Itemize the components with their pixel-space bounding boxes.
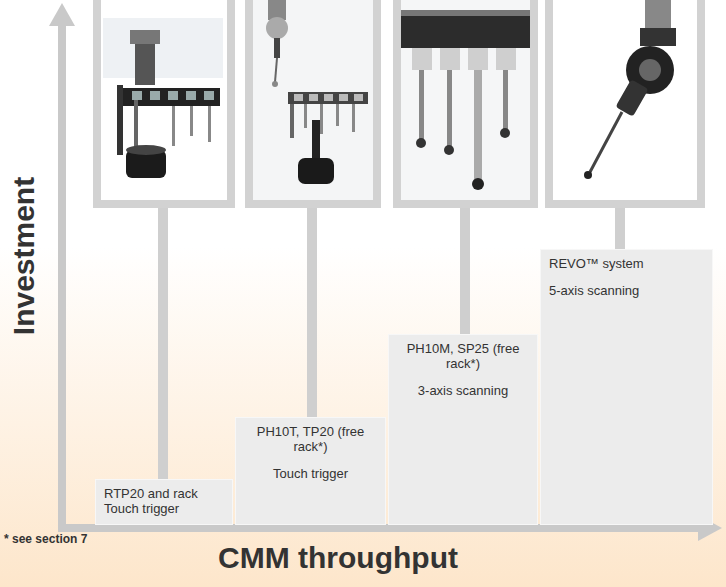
step-box: PH10T, TP20 (free rack*) Touch trigger bbox=[235, 417, 386, 525]
step-heading: RTP20 and rack bbox=[104, 486, 224, 501]
step-box: PH10M, SP25 (free rack*) 3-axis scanning bbox=[388, 334, 538, 525]
probe-photo bbox=[253, 0, 373, 200]
photo-frame bbox=[97, 0, 701, 204]
step-body: 5-axis scanning bbox=[549, 283, 704, 298]
step-heading: PH10M, SP25 (free rack*) bbox=[397, 341, 529, 371]
probe-photo bbox=[103, 18, 223, 178]
axis-title: Investment bbox=[7, 177, 41, 335]
step-heading: REVO™ system bbox=[549, 256, 704, 271]
step-body: Touch trigger bbox=[104, 501, 224, 516]
step-box: RTP20 and rackTouch trigger bbox=[95, 479, 233, 525]
step-body: Touch trigger bbox=[244, 466, 377, 481]
probe-photo bbox=[553, 0, 697, 200]
axis-title: CMM throughput bbox=[218, 541, 458, 575]
footnote: * see section 7 bbox=[4, 532, 87, 546]
step-heading: PH10T, TP20 (free rack*) bbox=[244, 424, 377, 454]
probe-photo bbox=[401, 0, 530, 200]
step-box: REVO™ system 5-axis scanning bbox=[540, 249, 713, 525]
step-body: 3-axis scanning bbox=[397, 383, 529, 398]
